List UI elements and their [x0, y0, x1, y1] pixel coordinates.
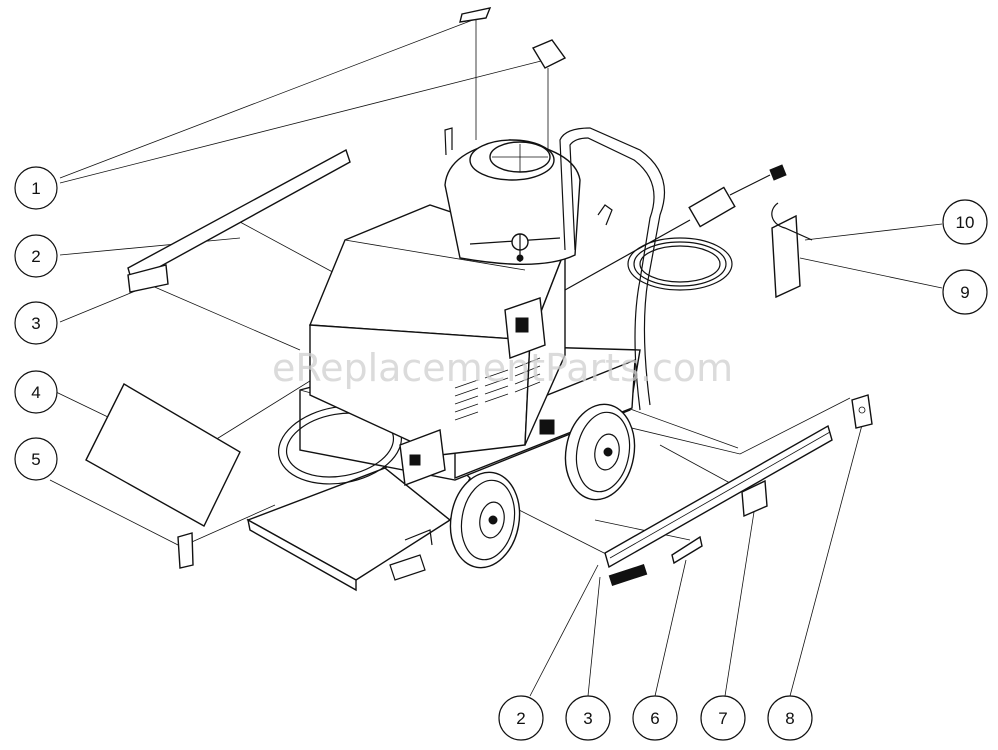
callout-7[interactable]: 7 [700, 695, 746, 741]
leader-lines [49, 16, 943, 697]
stripe-decal-2b [604, 424, 833, 569]
svg-text:9: 9 [960, 283, 969, 302]
callout-2b[interactable]: 2 [498, 695, 544, 741]
pump-block [399, 429, 446, 486]
callout-10[interactable]: 10 [942, 199, 988, 245]
svg-text:3: 3 [583, 709, 592, 728]
label-decal-3 [127, 264, 169, 293]
watermark-text: eReplacementParts.com [272, 346, 733, 390]
tag-decal-5 [177, 532, 194, 569]
decal-1b [531, 39, 567, 69]
tab-8 [851, 394, 873, 429]
callout-9[interactable]: 9 [942, 269, 988, 315]
callout-5[interactable]: 5 [14, 437, 58, 481]
decal-parts [85, 7, 873, 586]
svg-text:3: 3 [31, 314, 40, 333]
callout-8[interactable]: 8 [767, 695, 813, 741]
callout-1[interactable]: 1 [14, 166, 58, 210]
svg-text:5: 5 [31, 450, 40, 469]
callout-3[interactable]: 3 [14, 301, 58, 345]
pressure-washer-machine [246, 127, 787, 592]
switch [515, 317, 529, 333]
svg-text:8: 8 [785, 709, 794, 728]
decal-7 [741, 479, 768, 518]
housing-louvers [454, 357, 541, 421]
sheet-decal-4 [85, 383, 241, 527]
hose-coil [627, 237, 733, 411]
callout-6[interactable]: 6 [632, 695, 678, 741]
stripe-decal-2 [127, 148, 351, 284]
gfci-box [688, 186, 736, 228]
svg-text:1: 1 [31, 179, 40, 198]
svg-text:2: 2 [516, 709, 525, 728]
svg-text:6: 6 [650, 709, 659, 728]
svg-text:4: 4 [31, 383, 40, 402]
plug [769, 164, 787, 181]
callout-3b[interactable]: 3 [565, 695, 611, 741]
card-9 [771, 214, 801, 299]
logo-decal-3b [608, 564, 648, 586]
callout-4[interactable]: 4 [14, 370, 58, 414]
housing-front [309, 324, 531, 456]
decal-1a [459, 7, 492, 23]
svg-text:7: 7 [718, 709, 727, 728]
power-cord [564, 164, 787, 291]
callout-2[interactable]: 2 [14, 234, 58, 278]
handle-tube [559, 127, 666, 281]
rear-wheel [564, 403, 636, 501]
svg-text:2: 2 [31, 247, 40, 266]
housing-side [524, 249, 566, 446]
svg-text:10: 10 [956, 213, 975, 232]
decal-6 [671, 535, 703, 565]
wire-10 [771, 202, 813, 241]
front-wheel [449, 471, 521, 569]
